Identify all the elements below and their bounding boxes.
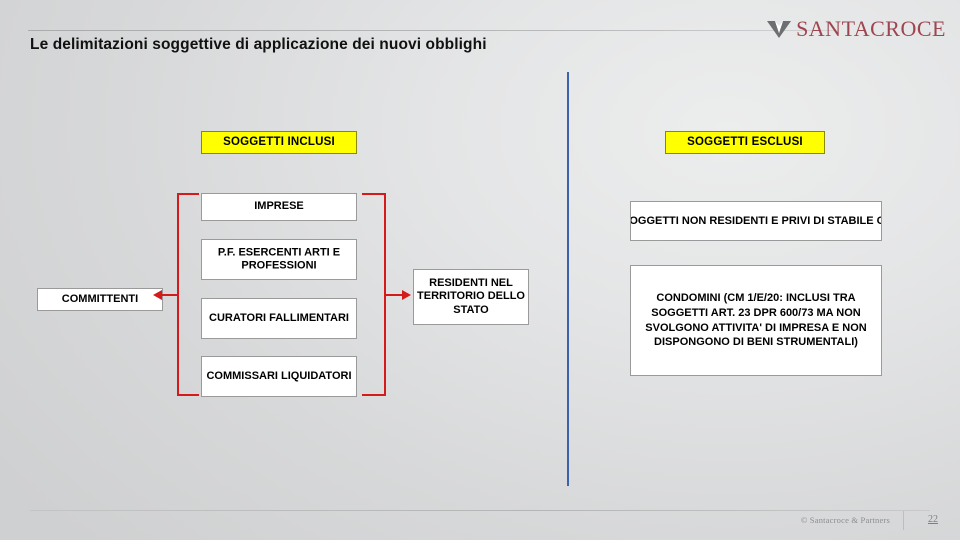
box-commissari-liquidatori: COMMISSARI LIQUIDATORI [201,356,357,397]
box-committenti: COMMITTENTI [37,288,163,311]
diamond-logo-icon [767,21,792,38]
box-soggetti-non-residenti: SOGGETTI NON RESIDENTI E PRIVI DI STABIL… [630,201,882,241]
box-pf-esercenti-arti-professioni: P.F. ESERCENTI ARTI E PROFESSIONI [201,239,357,280]
heading-soggetti-inclusi: SOGGETTI INCLUSI [201,131,357,154]
footer-copyright: © Santacroce & Partners [800,515,890,525]
page-number: 22 [928,514,938,525]
bracket-left-included [153,193,199,396]
box-curatori-fallimentari: CURATORI FALLIMENTARI [201,298,357,339]
page-title: Le delimitazioni soggettive di applicazi… [30,36,487,53]
box-condomini: CONDOMINI (CM 1/E/20: INCLUSI TRA SOGGET… [630,265,882,376]
heading-soggetti-esclusi: SOGGETTI ESCLUSI [665,131,825,154]
footer-separator [903,511,904,530]
box-residenti-territorio-stato: RESIDENTI NEL TERRITORIO DELLO STATO [413,269,529,325]
box-imprese: IMPRESE [201,193,357,221]
title-divider-rule [28,30,834,31]
footer-divider-rule [30,510,930,511]
santacroce-logo: SANTACROCE [766,16,946,42]
logo-text: SANTACROCE [796,16,946,41]
vertical-divider [567,72,569,486]
